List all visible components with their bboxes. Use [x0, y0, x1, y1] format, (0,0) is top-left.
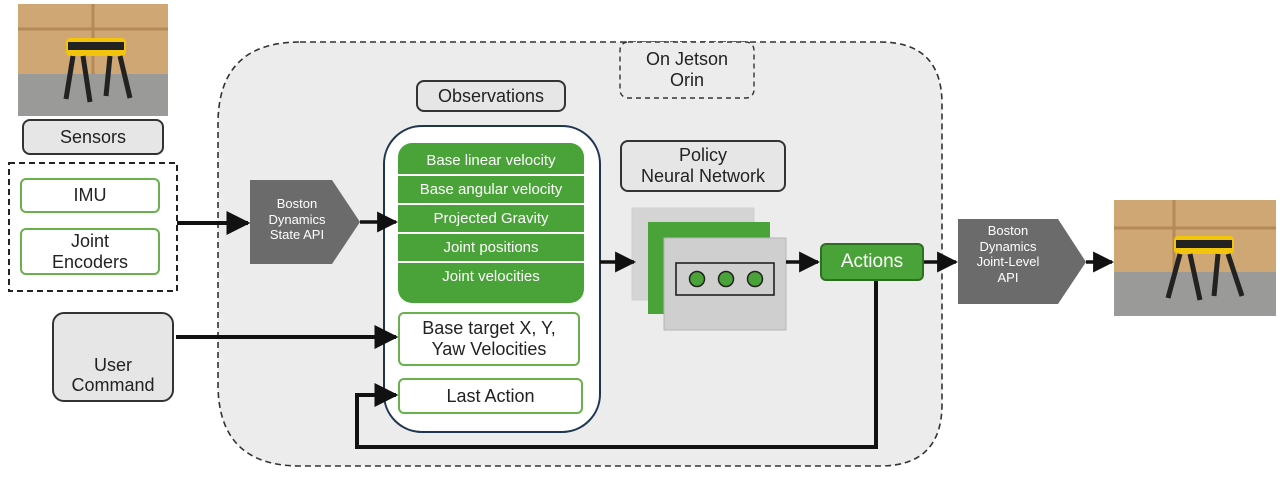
policy-label: Policy Neural Network: [620, 140, 786, 192]
obs-item: Projected Gravity: [433, 209, 549, 227]
base-target-box: Base target X, Y, Yaw Velocities: [398, 312, 580, 366]
obs-item: Joint velocities: [442, 267, 540, 285]
state-api-arrow-shape: [250, 180, 360, 264]
jetson-label-frame: [619, 41, 755, 99]
obs-divider: [398, 203, 584, 205]
obs-divider: [398, 174, 584, 176]
jetson-label: On Jetson Orin: [645, 49, 729, 90]
observations-green-block: [398, 143, 584, 303]
robot-photo-output: [1114, 200, 1276, 316]
user-command-box: User Command: [52, 312, 174, 402]
sensors-label: Sensors: [22, 119, 164, 155]
obs-item: Base angular velocity: [419, 180, 563, 198]
obs-item: Joint positions: [443, 238, 539, 256]
user-command-label: User Command: [71, 354, 155, 396]
observations-title: Observations: [416, 80, 566, 112]
neuron-dot: [746, 270, 764, 288]
joint-encoders-box: Joint Encoders: [20, 228, 160, 275]
imu-box: IMU: [20, 178, 160, 213]
obs-divider: [398, 261, 584, 263]
obs-item: Base linear velocity: [426, 151, 556, 169]
neuron-dot: [688, 270, 706, 288]
obs-divider: [398, 232, 584, 234]
robot-photo-sensors: [18, 4, 168, 116]
state-api-label: Boston Dynamics State API: [268, 196, 326, 243]
joint-api-arrow-shape: [958, 219, 1086, 304]
actions-box: Actions: [820, 243, 924, 281]
neuron-dot: [717, 270, 735, 288]
joint-api-label: Boston Dynamics Joint-Level API: [976, 223, 1040, 285]
last-action-box: Last Action: [398, 378, 583, 414]
